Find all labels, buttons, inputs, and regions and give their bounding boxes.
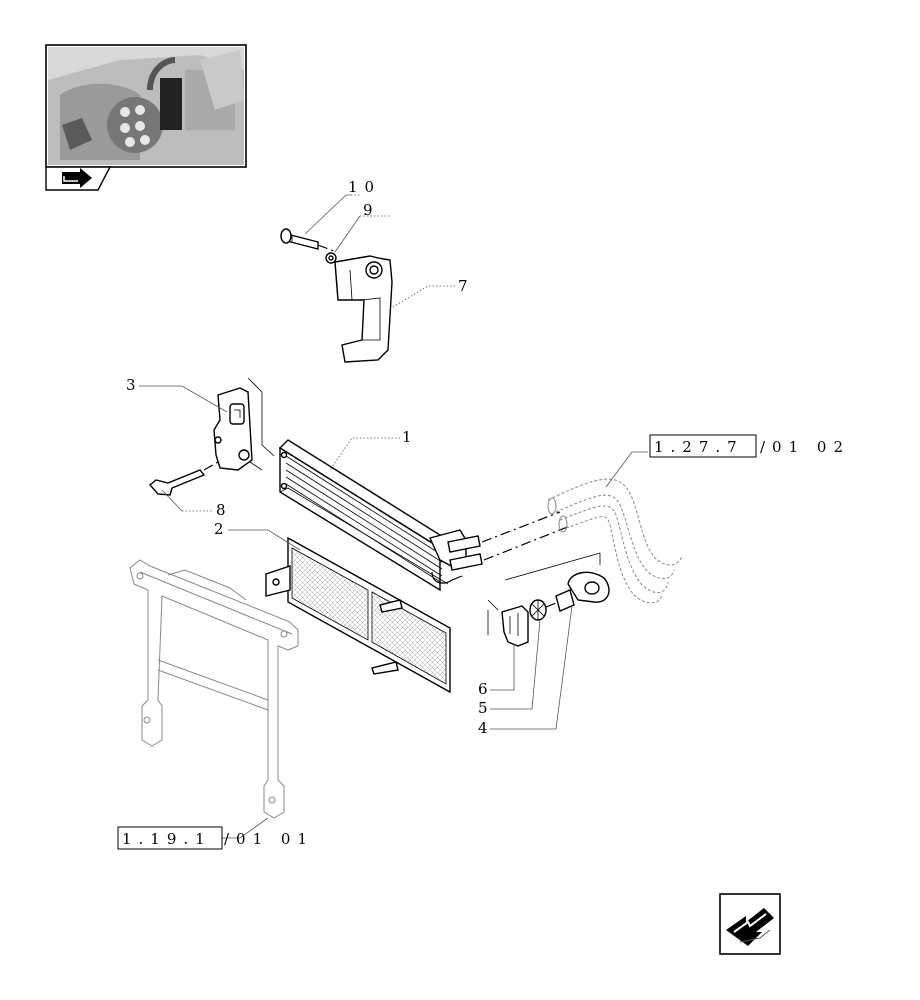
callout-labels: 10 9 7 3 1 8 2 6 5 4 bbox=[126, 178, 495, 737]
reference-suffix-text: /01 01 bbox=[224, 830, 314, 848]
callout-6: 6 bbox=[478, 680, 495, 698]
callout-1: 1 bbox=[402, 428, 419, 446]
callout-7: 7 bbox=[458, 277, 475, 295]
arrow-back-icon bbox=[726, 908, 774, 946]
callout-5: 5 bbox=[478, 699, 495, 717]
radiator-frame-reference bbox=[129, 559, 299, 819]
clip-part-6 bbox=[501, 605, 529, 647]
oil-cooler-part-1 bbox=[278, 439, 571, 592]
callout-3: 3 bbox=[126, 376, 143, 394]
mesh-screen-part-2 bbox=[265, 536, 451, 694]
callout-8: 8 bbox=[216, 501, 233, 519]
washer-part-9 bbox=[325, 252, 337, 264]
callout-9: 9 bbox=[363, 201, 380, 219]
reference-box-text: 1.19.1 bbox=[122, 830, 212, 848]
reference-1-19-1[interactable]: 1.19.1 /01 01 bbox=[117, 826, 314, 850]
thumbnail-image[interactable] bbox=[45, 44, 247, 168]
reference-suffix-text: /01 02 bbox=[760, 438, 850, 456]
breather-cap-part-4 bbox=[545, 571, 610, 612]
star-washer-part-5 bbox=[529, 599, 547, 621]
thumbnail-tab[interactable] bbox=[45, 166, 112, 191]
arrow-right-tab-icon bbox=[62, 168, 92, 188]
callout-2: 2 bbox=[214, 520, 231, 538]
reference-1-27-7[interactable]: 1.27.7 /01 02 bbox=[649, 434, 850, 458]
hose-assembly-reference bbox=[547, 478, 683, 604]
reference-box-text: 1.27.7 bbox=[654, 438, 744, 456]
callout-4: 4 bbox=[478, 719, 495, 737]
stud-part-8 bbox=[148, 461, 219, 496]
bolt-part-10 bbox=[280, 228, 335, 252]
mounting-plate-part-3 bbox=[213, 377, 275, 471]
callout-10: 10 bbox=[348, 178, 381, 196]
leader-lines bbox=[139, 194, 648, 839]
bracket-part-7 bbox=[334, 255, 393, 363]
fitting-group bbox=[487, 552, 601, 635]
nav-back-button[interactable] bbox=[719, 893, 781, 955]
